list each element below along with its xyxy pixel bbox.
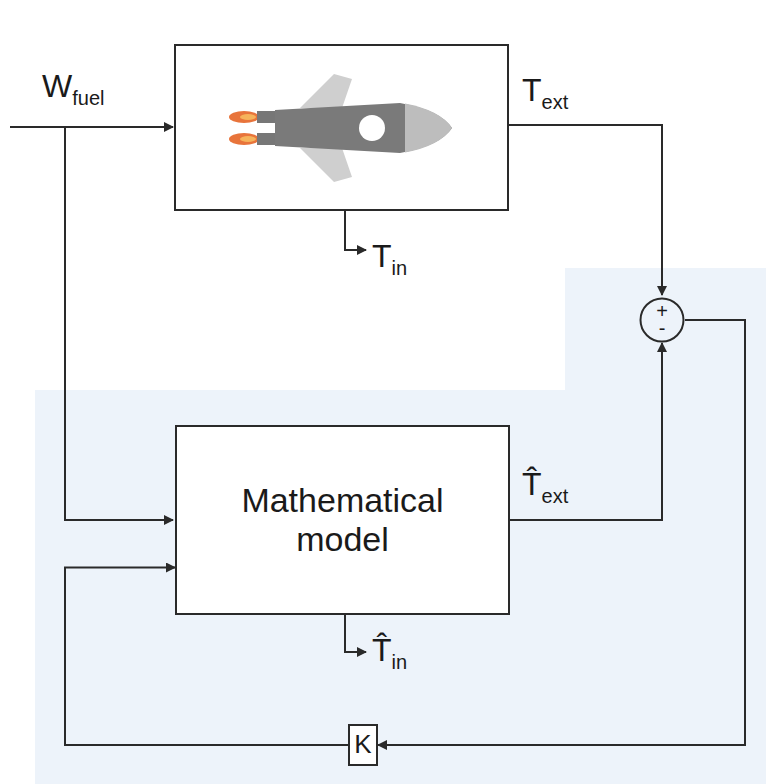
input-branch-wire [65,127,173,520]
signal-subscript: ext [542,485,569,507]
signal-symbol: T̂ [372,632,392,668]
plant-box [175,45,508,210]
rocket-window [359,115,385,141]
observer-region [35,268,766,784]
rocket-flame [229,133,259,145]
rocket-body [275,103,452,153]
measurement-wire [508,125,662,295]
signal-symbol: T̂ [522,466,542,502]
sign-symbol: - [659,320,666,337]
rocket-illustration [229,74,452,182]
sign-symbol: + [656,303,668,320]
signal-subscript: in [392,651,408,673]
rocket-engine [257,111,277,123]
rocket-nose [405,104,452,153]
state-output-wire [345,210,366,250]
signal-connector [510,343,662,520]
output-signal-name: Text [522,72,568,109]
signal-subscript: ext [542,91,569,113]
signal-subscript: fuel [72,87,104,109]
estimate-output-wire [345,615,366,652]
box-label: K [354,730,371,760]
summing-junction: +- [639,297,685,343]
estimate-signal-name: T̂in [372,632,407,669]
rocket-flame [229,111,259,123]
estimate-signal-name: T̂ext [522,466,568,503]
rocket-fin [300,74,352,108]
gain-box: K [348,724,378,766]
model-box: Mathematical model [175,425,510,615]
rocket-flame [240,136,256,142]
state-signal-name: Tin [372,238,407,275]
rocket-engine [257,133,277,145]
box-label: Mathematical model [213,481,473,559]
signal-subscript: in [392,257,408,279]
input-signal-name: Wfuel [42,68,104,105]
signal-symbol: W [42,68,72,104]
signal-symbol: T [372,238,392,274]
signal-symbol: T [522,72,542,108]
rocket-flame [240,114,256,120]
rocket-fin [300,148,352,182]
input-wire [10,126,173,128]
junction-circle [641,299,684,342]
